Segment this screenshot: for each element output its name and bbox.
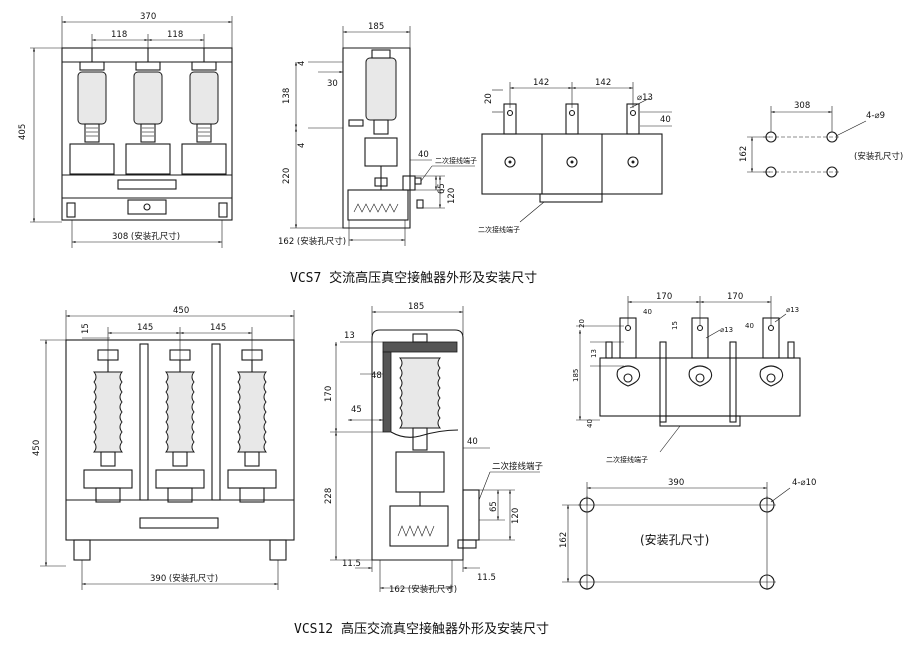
vcs7-front-view: 370 118 118 405: [18, 12, 233, 248]
vcs12-top-dim-d: 13: [590, 349, 598, 358]
vcs12-holes-spec: 4-⌀10: [792, 478, 816, 488]
vcs12-top-pitch-2: 170: [727, 292, 743, 302]
vcs7-front-pitch-1: 118: [111, 30, 127, 40]
vcs12-side-dim-d: 45: [351, 405, 362, 415]
vcs12-front-pitch-1: 145: [137, 323, 153, 333]
vcs12-front-mount: 390 (安装孔尺寸): [150, 573, 218, 584]
vcs12-hole-pattern: 390 4-⌀10 162 (安装孔尺寸): [559, 478, 816, 590]
vcs12-side-dim-e: 228: [324, 488, 334, 504]
vcs12-top-dim-f: 40: [586, 419, 594, 428]
vcs12-holes-width: 390: [668, 478, 684, 488]
vcs12-side-dim-b: 48: [371, 371, 382, 381]
vcs12-top-terminal: 二次接线端子: [606, 455, 648, 464]
vcs7-top-terminal: 二次接线端子: [478, 225, 520, 234]
vcs7-top-dim-b: 40: [660, 115, 671, 125]
vcs12-side-dim-a: 13: [344, 331, 355, 341]
vcs7-front-width: 370: [140, 12, 156, 22]
vcs7-holes-height: 162: [739, 146, 749, 162]
vcs7-front-height: 405: [18, 124, 28, 140]
vcs7-side-mount: 162 (安装孔尺寸): [278, 236, 346, 247]
vcs7-top-pitch-2: 142: [595, 78, 611, 88]
vcs12-front-view: 450 15 145 145 450: [32, 306, 295, 590]
vcs7-hole-pattern: 308 4-⌀9 162 (安装孔尺寸): [739, 101, 903, 178]
vcs7-side-dim-d: 4: [297, 143, 307, 148]
vcs7-top-dim-a: 20: [484, 93, 494, 104]
vcs7-holes-label: (安装孔尺寸): [854, 151, 903, 162]
vcs12-holes-label: (安装孔尺寸): [640, 532, 709, 547]
vcs7-side-dim-h: 120: [447, 188, 457, 204]
vcs12-front-width: 450: [173, 306, 189, 316]
vcs12-side-view: 185 13 48 170 45 228 40 65 1: [324, 302, 544, 595]
vcs7-holes-width: 308: [794, 101, 810, 111]
vcs7-side-dim-f: 40: [418, 150, 429, 160]
vcs7-side-dim-e: 220: [282, 168, 292, 184]
vcs7-front-mount: 308 (安装孔尺寸): [112, 231, 180, 242]
vcs12-side-dim-c: 170: [324, 386, 334, 402]
vcs12-side-dim-j: 11.5: [477, 573, 496, 583]
vcs12-holes-height: 162: [559, 532, 569, 548]
vcs12-top-dim-b: 15: [671, 321, 679, 330]
vcs12-side-dim-f: 40: [467, 437, 478, 447]
vcs12-side-width: 185: [408, 302, 424, 312]
vcs12-top-hole: ⌀13: [720, 326, 733, 334]
vcs7-side-dim-a: 4: [297, 61, 307, 66]
vcs7-side-width: 185: [368, 22, 384, 32]
caption-top: VCS7 交流高压真空接触器外形及安装尺寸: [290, 270, 537, 286]
vcs12-side-dim-h: 120: [511, 508, 521, 524]
vcs12-side-dim-g: 65: [489, 501, 499, 512]
vcs12-side-mount: 162 (安装孔尺寸): [389, 584, 457, 595]
vcs12-top-dim-c: 40: [745, 322, 754, 330]
vcs7-top-pitch-1: 142: [533, 78, 549, 88]
vcs7-top-hole: ⌀13: [637, 93, 653, 103]
vcs12-top-hole-2: ⌀13: [786, 306, 799, 314]
vcs7-side-dim-c: 138: [282, 88, 292, 104]
vcs7-holes-spec: 4-⌀9: [866, 111, 885, 121]
vcs7-side-dim-g: 65: [437, 183, 447, 194]
vcs12-top-pitch-1: 170: [656, 292, 672, 302]
vcs12-top-view: 170 170 40 15 40 ⌀13 ⌀13 20 13 185 40: [572, 292, 801, 464]
vcs12-top-dim-g: 20: [578, 319, 586, 328]
vcs12-side-dim-i: 11.5: [342, 559, 361, 569]
vcs7-front-pitch-2: 118: [167, 30, 183, 40]
vcs7-side-dim-b: 30: [327, 79, 338, 89]
vcs12-top-dim-a: 40: [643, 308, 652, 316]
vcs12-front-height: 450: [32, 440, 42, 456]
vcs7-top-view: 142 142 20 ⌀13 40 二次接线端子: [478, 78, 672, 234]
vcs12-top-dim-e: 185: [572, 369, 580, 382]
vcs7-side-view: 185 138 220 4 4 30 40 65 120: [278, 22, 477, 247]
vcs7-side-terminal: 二次接线端子: [435, 156, 477, 165]
caption-bottom: VCS12 高压交流真空接触器外形及安装尺寸: [294, 621, 549, 637]
vcs12-front-dim-a: 15: [81, 323, 91, 334]
vcs12-side-terminal: 二次接线端子: [492, 461, 544, 472]
vcs12-front-pitch-2: 145: [210, 323, 226, 333]
